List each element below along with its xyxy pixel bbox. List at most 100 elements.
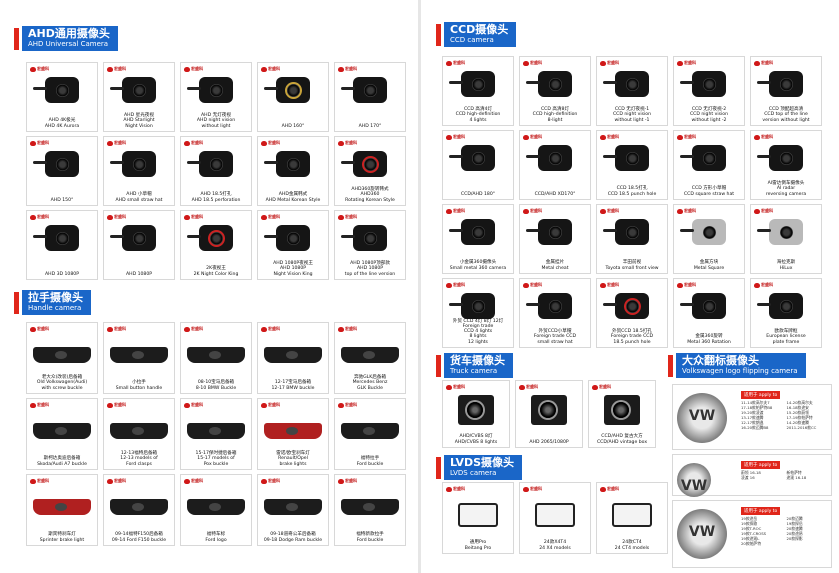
- camera-lens: [55, 231, 69, 245]
- section-title-box: 大众翻标摄像头 Volkswagen logo flipping camera: [676, 353, 806, 378]
- brand-logo-text: 宏盛科: [345, 214, 357, 219]
- brand-logo-text: 宏盛科: [268, 214, 280, 219]
- product-image: [33, 413, 91, 439]
- caption-line: 18.5 punch hole: [613, 339, 651, 345]
- camera-cable: [680, 81, 694, 84]
- product-caption: AHD 170°: [336, 124, 404, 129]
- camera-cable: [757, 81, 771, 84]
- camera-cable: [526, 81, 540, 84]
- product-image: [603, 293, 649, 319]
- caption-line: AHD small straw hat: [115, 197, 163, 203]
- product-image: [449, 293, 495, 319]
- brand-logo-text: 宏盛科: [607, 134, 619, 139]
- camera-lens: [286, 231, 300, 245]
- brand-logo-icon: [446, 208, 452, 214]
- brand-logo: 宏盛科: [677, 282, 696, 288]
- caption-line: AHD 170°: [358, 123, 382, 129]
- brand-logo-text: 宏盛科: [191, 478, 203, 483]
- section-title-cn: AHD通用摄像头: [28, 27, 110, 40]
- camera-lens: [702, 151, 716, 165]
- brand-logo: 宏盛科: [754, 282, 773, 288]
- truck-camera-image: [458, 395, 494, 425]
- caption-line: 外贸CCD小草帽: [538, 329, 572, 335]
- camera-body: [603, 293, 649, 319]
- camera-cable: [264, 87, 278, 90]
- truck-camera-image: [531, 395, 567, 425]
- camera-body: [757, 71, 803, 97]
- compatible-model: 19款探歌: [741, 520, 758, 526]
- handle-camera-image: [264, 347, 322, 363]
- brand-logo-text: 宏盛科: [761, 134, 773, 139]
- camera-body: [187, 151, 233, 177]
- compatible-model: 蔚领 16-18: [741, 470, 761, 475]
- brand-logo: 宏盛科: [338, 402, 357, 408]
- camera-body: [110, 151, 156, 177]
- brand-logo-icon: [261, 214, 267, 220]
- caption-line: CCD 4 lights: [463, 329, 493, 335]
- handle-camera-image: [264, 499, 322, 515]
- product-caption: AHD 3D 1080P: [28, 272, 96, 277]
- caption-line: Small button handle: [115, 385, 163, 391]
- caption-line: Ford clasps: [126, 461, 152, 467]
- product-image: [449, 219, 495, 245]
- product-image: [603, 145, 649, 171]
- brand-logo-text: 宏盛科: [607, 282, 619, 287]
- brand-logo-text: 宏盛科: [453, 486, 465, 491]
- brand-logo-text: 宏盛科: [607, 486, 619, 491]
- camera-lens: [625, 225, 639, 239]
- brand-logo: 宏盛科: [107, 402, 126, 408]
- caption-line: 小拉手: [132, 380, 146, 386]
- brand-logo: 宏盛科: [338, 326, 357, 332]
- camera-body: [680, 293, 726, 319]
- caption-line: AHD 160°: [281, 123, 305, 129]
- caption-line: 通用Pro: [469, 540, 487, 546]
- product-image: [187, 77, 233, 103]
- brand-logo-icon: [754, 208, 760, 214]
- compatible-model: 14-20款高尔夫: [786, 400, 813, 405]
- camera-lens: [471, 151, 485, 165]
- brand-logo: 宏盛科: [30, 478, 49, 484]
- caption-line: Rotating Korean Style: [345, 197, 395, 203]
- caption-line: AHD 1080P夜视王: [273, 261, 313, 267]
- product-image: [33, 77, 79, 103]
- caption-line: AHD/CVBS 8 lights: [454, 439, 498, 445]
- compatible-model: 16-18款途安: [786, 404, 809, 410]
- camera-body: [680, 219, 726, 245]
- section-title-en: Handle camera: [28, 304, 82, 312]
- compatible-model: 17-19款帕萨特: [786, 414, 813, 420]
- caption-line: AHD金属韩式: [278, 192, 308, 198]
- caption-line: CCD 无灯夜视-2: [691, 107, 727, 113]
- camera-cable: [603, 303, 617, 306]
- caption-line: top of the line version: [344, 271, 396, 277]
- camera-lens: [625, 299, 639, 313]
- camera-lens: [702, 225, 716, 239]
- brand-logo-icon: [107, 326, 113, 332]
- camera-cable: [33, 87, 47, 90]
- brand-logo-text: 宏盛科: [345, 402, 357, 407]
- truck-camera-image: [604, 395, 640, 425]
- caption-line: Foreign trade: [462, 323, 494, 329]
- caption-line: CCD night vision: [689, 112, 729, 118]
- brand-logo-icon: [261, 402, 267, 408]
- caption-line: 小金属360摄像头: [459, 260, 497, 266]
- caption-line: 斯宾特刹车灯: [48, 532, 76, 538]
- compatible-model: 17-18款帕萨特B8: [741, 404, 773, 410]
